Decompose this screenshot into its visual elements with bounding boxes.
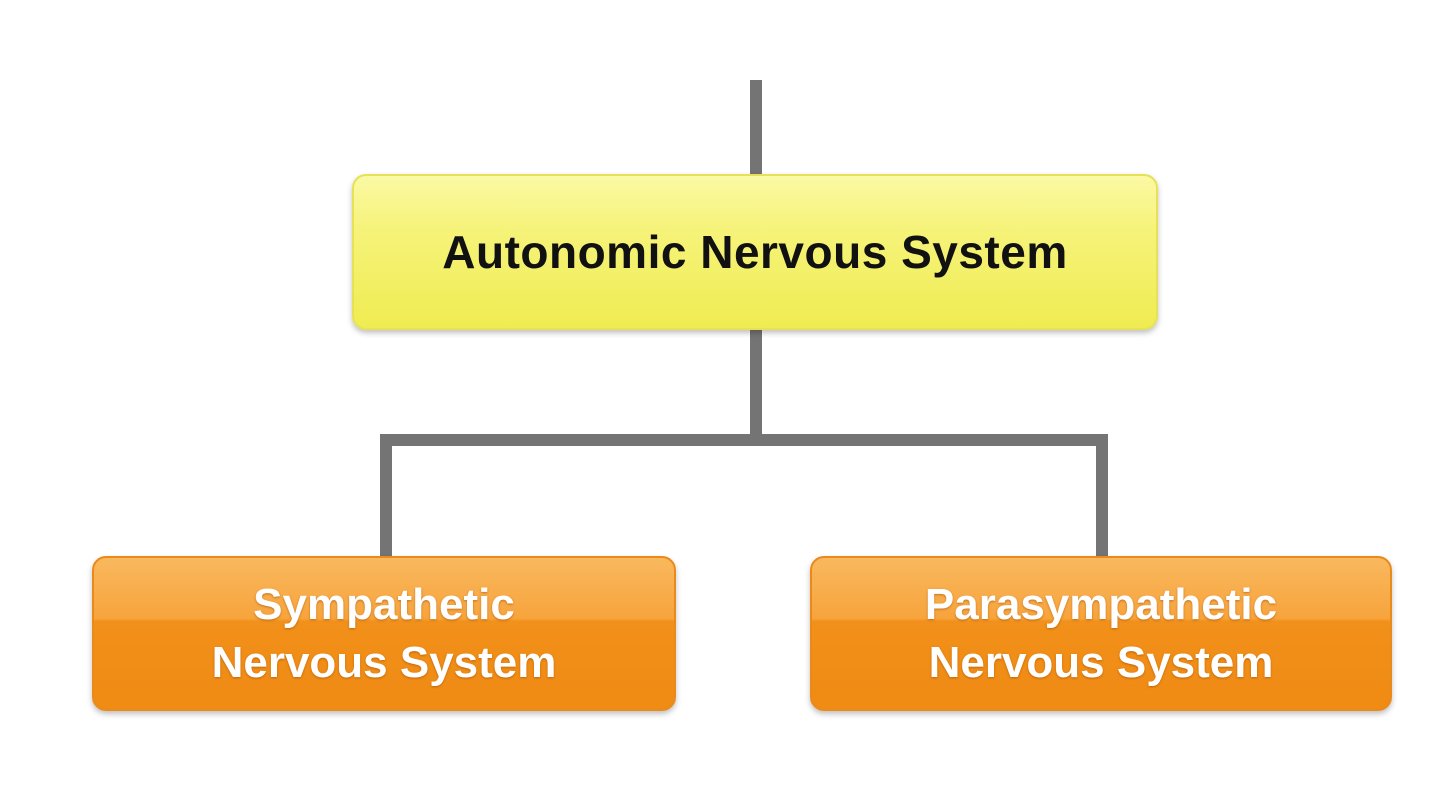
sympathetic-label-line1: Sympathetic (253, 580, 515, 630)
root-node-label: Autonomic Nervous System (442, 226, 1068, 278)
parasympathetic-nervous-system-node: Parasympathetic Nervous System (810, 556, 1392, 711)
autonomic-nervous-system-node: Autonomic Nervous System (352, 174, 1158, 330)
parasympathetic-label-line2: Nervous System (928, 637, 1274, 687)
sympathetic-nervous-system-node: Sympathetic Nervous System (92, 556, 676, 711)
parasympathetic-label-line1: Parasympathetic (924, 580, 1278, 630)
sympathetic-label-line2: Nervous System (211, 637, 557, 687)
